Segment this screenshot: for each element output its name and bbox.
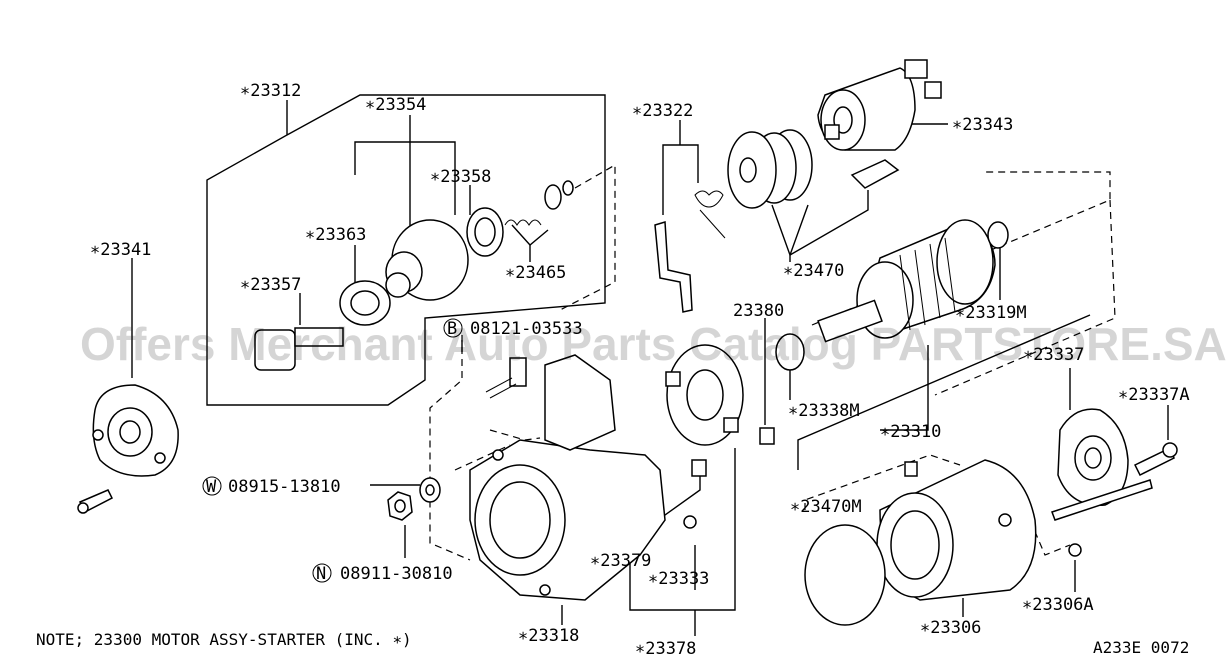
brush-holder bbox=[665, 344, 775, 529]
label-23354: ∗23354 bbox=[365, 95, 426, 115]
label-23379: ∗23379 bbox=[590, 551, 651, 571]
label-23338m: ∗23338M bbox=[788, 401, 860, 421]
label-23470: ∗23470 bbox=[783, 261, 844, 281]
end-frame bbox=[1051, 408, 1178, 557]
label-08911-30810: 08911-30810 bbox=[340, 564, 453, 584]
label-23363: ∗23363 bbox=[305, 225, 366, 245]
front-housing bbox=[469, 354, 666, 601]
label-23333: ∗23333 bbox=[648, 569, 709, 589]
switch-plates bbox=[727, 129, 900, 209]
circled-n-letter: N bbox=[316, 564, 326, 584]
label-23306a: ∗23306A bbox=[1022, 595, 1094, 615]
part-labels: ∗23312 ∗23354 ∗23358 ∗23363 ∗23357 ∗2346… bbox=[90, 81, 1190, 659]
label-08915-13810: 08915-13810 bbox=[228, 477, 341, 497]
label-23337a: ∗23337A bbox=[1118, 385, 1190, 405]
watermark: Offers Merchant Auto Parts Catalog PARTS… bbox=[80, 318, 1227, 370]
label-23378: ∗23378 bbox=[635, 639, 696, 659]
label-23318: ∗23318 bbox=[518, 626, 579, 646]
bolt-08121 bbox=[485, 357, 527, 399]
label-23306: ∗23306 bbox=[920, 618, 981, 638]
circled-b-letter: B bbox=[447, 319, 457, 339]
armature bbox=[775, 219, 1009, 371]
label-23341: ∗23341 bbox=[90, 240, 151, 260]
circled-b bbox=[443, 318, 463, 338]
leader-lines bbox=[131, 94, 1169, 636]
solenoid bbox=[817, 59, 942, 151]
label-23322: ∗23322 bbox=[632, 101, 693, 121]
label-23357: ∗23357 bbox=[240, 275, 301, 295]
circled-n bbox=[312, 563, 332, 583]
label-23343: ∗23343 bbox=[952, 115, 1013, 135]
label-23470m: ∗23470M bbox=[790, 497, 862, 517]
label-23358: ∗23358 bbox=[430, 167, 491, 187]
footer-note: NOTE; 23300 MOTOR ASSY-STARTER (INC. ∗) bbox=[36, 630, 412, 649]
yoke bbox=[804, 459, 1037, 626]
label-08121-03533: 08121-03533 bbox=[470, 319, 583, 339]
pinion-assembly bbox=[254, 180, 574, 371]
label-23380: 23380 bbox=[733, 301, 784, 321]
label-23312: ∗23312 bbox=[240, 81, 301, 101]
diagram-code: A233E 0072 bbox=[1093, 638, 1189, 657]
label-23310: ∗23310 bbox=[880, 422, 941, 442]
washer-and-nut bbox=[387, 477, 441, 521]
parts bbox=[77, 59, 1178, 626]
shift-lever bbox=[654, 190, 726, 313]
label-23337: ∗23337 bbox=[1023, 345, 1084, 365]
circled-w bbox=[202, 476, 222, 496]
rear-cover bbox=[77, 384, 179, 514]
label-23319m: ∗23319M bbox=[955, 303, 1027, 323]
label-23465: ∗23465 bbox=[505, 263, 566, 283]
circled-w-letter: W bbox=[206, 477, 217, 497]
